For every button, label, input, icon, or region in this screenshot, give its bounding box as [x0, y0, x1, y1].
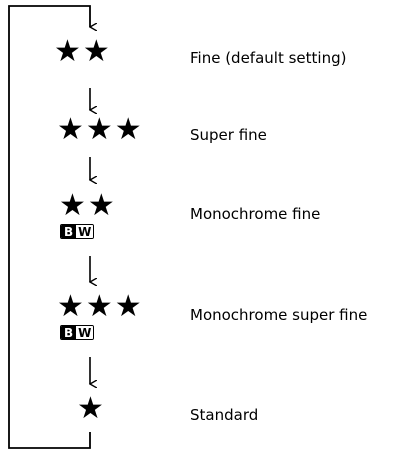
quality-label-super-fine: Super fine	[190, 126, 267, 144]
quality-stars-monochrome-super-fine: ★★★	[57, 289, 144, 324]
bw-badge-w: W	[76, 224, 94, 239]
quality-stars-super-fine: ★★★	[57, 112, 144, 147]
quality-label-monochrome-super-fine: Monochrome super fine	[190, 306, 368, 324]
quality-label-standard: Standard	[190, 406, 259, 424]
quality-stars-standard: ★	[77, 391, 106, 426]
bw-badge-b: B	[61, 326, 77, 339]
quality-stars-fine: ★★	[54, 34, 112, 69]
bw-badge-b: B	[61, 225, 77, 238]
bw-badge-w: W	[76, 325, 94, 340]
quality-label-fine: Fine (default setting)	[190, 49, 347, 67]
quality-stars-monochrome-fine: ★★	[59, 188, 117, 223]
quality-label-monochrome-fine: Monochrome fine	[190, 205, 321, 223]
loop-back-line	[8, 5, 90, 449]
